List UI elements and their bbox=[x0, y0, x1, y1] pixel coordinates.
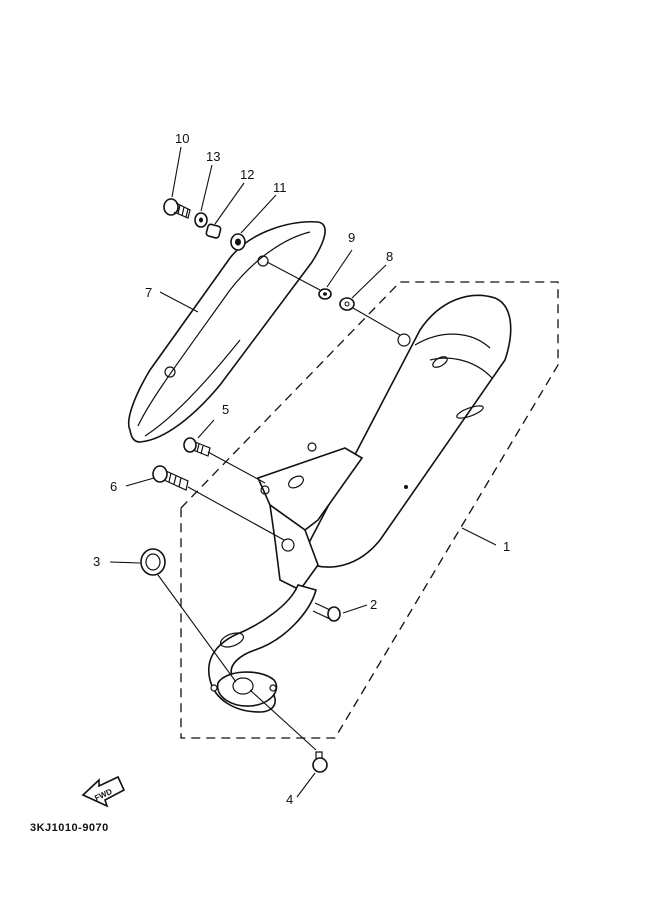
callout-6: 6 bbox=[110, 479, 117, 494]
callout-12: 12 bbox=[240, 167, 254, 182]
bolt-5 bbox=[183, 437, 211, 457]
assembly-boundary bbox=[180, 281, 559, 739]
nut-4 bbox=[312, 751, 328, 773]
collar-12 bbox=[205, 223, 222, 239]
callout-8: 8 bbox=[386, 249, 393, 264]
callout-7: 7 bbox=[145, 285, 152, 300]
callout-13: 13 bbox=[206, 149, 220, 164]
callout-10: 10 bbox=[175, 131, 189, 146]
muffler-assembly bbox=[208, 294, 512, 713]
bolt-6 bbox=[152, 465, 189, 491]
callout-4: 4 bbox=[286, 792, 293, 807]
heat-shield bbox=[127, 221, 326, 443]
bolt-10 bbox=[163, 198, 191, 219]
fwd-arrow-icon: FWD bbox=[81, 775, 126, 808]
bolt-2 bbox=[312, 602, 341, 622]
callout-3: 3 bbox=[93, 554, 100, 569]
diagram-code: 3KJ1010-9070 bbox=[30, 822, 109, 834]
callout-9: 9 bbox=[348, 230, 355, 245]
callout-11: 11 bbox=[273, 180, 287, 195]
callout-5: 5 bbox=[222, 402, 229, 417]
gasket-3 bbox=[140, 548, 166, 576]
callout-2: 2 bbox=[370, 597, 377, 612]
callout-1: 1 bbox=[503, 539, 510, 554]
leader-lines bbox=[109, 146, 497, 798]
